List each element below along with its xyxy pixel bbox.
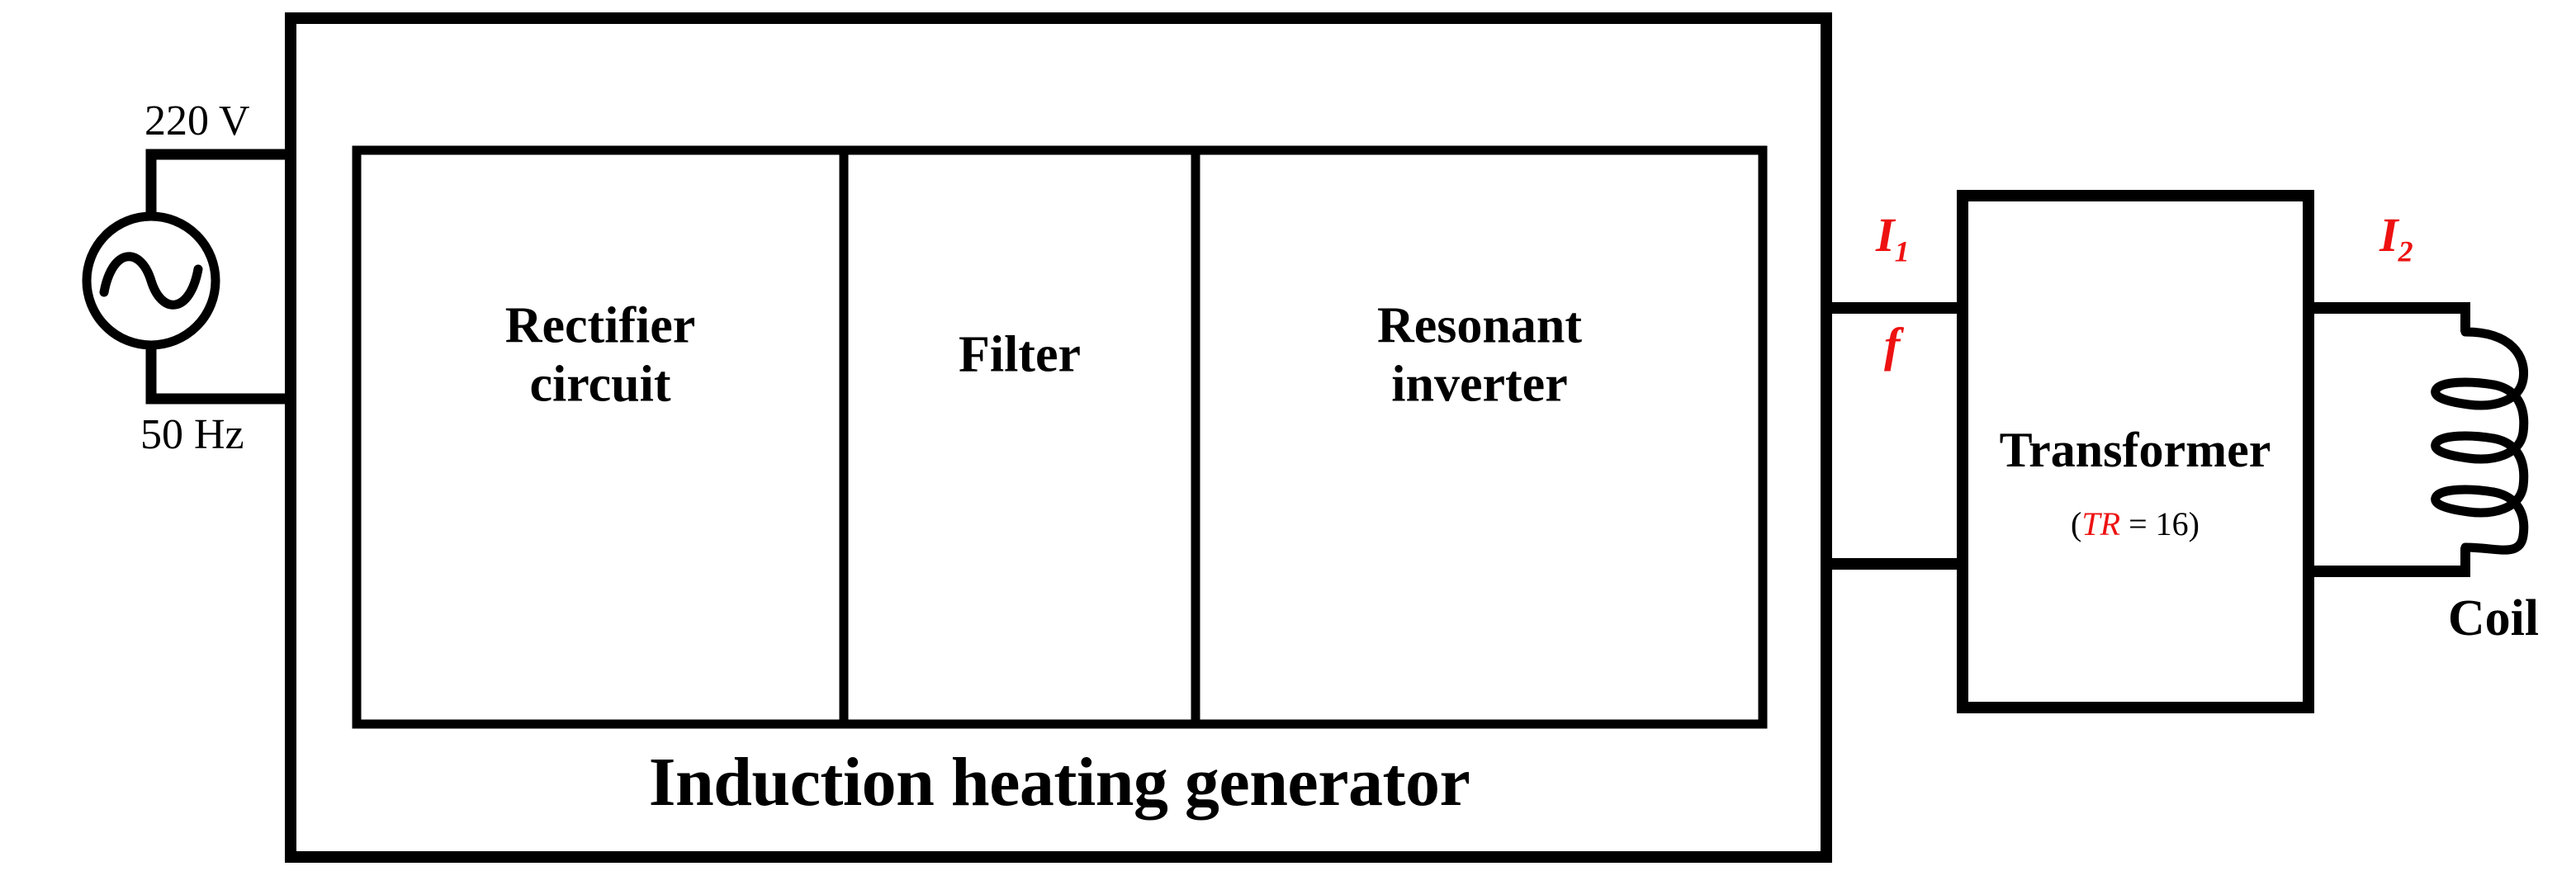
primary-current-label: I1 <box>1876 211 1910 267</box>
ratio-open-paren: ( <box>2071 505 2082 542</box>
transformer-title: Transformer <box>1999 423 2271 477</box>
primary-current-subscript: 1 <box>1894 234 1910 268</box>
block-rectifier-line2: circuit <box>529 356 671 412</box>
primary-current-symbol: I <box>1876 208 1895 262</box>
ratio-symbol: TR <box>2081 505 2121 542</box>
ratio-value: = 16 <box>2120 505 2189 542</box>
secondary-current-label: I2 <box>2379 211 2413 267</box>
coil-label: Coil <box>2447 590 2540 646</box>
block-rectifier: Rectifier circuit <box>369 296 831 413</box>
block-filter: Filter <box>855 326 1185 385</box>
ac-source-bottom-lead <box>145 339 296 405</box>
block-inverter-line2: inverter <box>1391 356 1568 412</box>
frequency-label: f <box>1884 318 1901 372</box>
transformer-ratio: (TR = 16) <box>1945 505 2325 542</box>
transformer-box <box>1957 190 2314 713</box>
secondary-current-subscript: 2 <box>2398 234 2413 268</box>
generator-inner-box <box>352 145 1768 729</box>
block-rectifier-line1: Rectifier <box>504 297 696 354</box>
source-frequency-label: 50 Hz <box>140 411 244 458</box>
secondary-current-symbol: I <box>2379 208 2398 262</box>
ac-source-top-lead <box>145 149 296 222</box>
block-filter-line1: Filter <box>958 326 1081 383</box>
block-inverter-line1: Resonant <box>1376 297 1583 354</box>
ac-source-sine-icon <box>99 252 203 310</box>
generator-title: Induction heating generator <box>648 744 1470 821</box>
inductor-coil-icon <box>2431 327 2529 555</box>
generator-outer-box <box>285 12 1832 863</box>
source-voltage-label: 220 V <box>144 97 250 144</box>
ratio-close-paren: ) <box>2188 505 2200 542</box>
block-resonant-inverter: Resonant inverter <box>1224 296 1735 413</box>
